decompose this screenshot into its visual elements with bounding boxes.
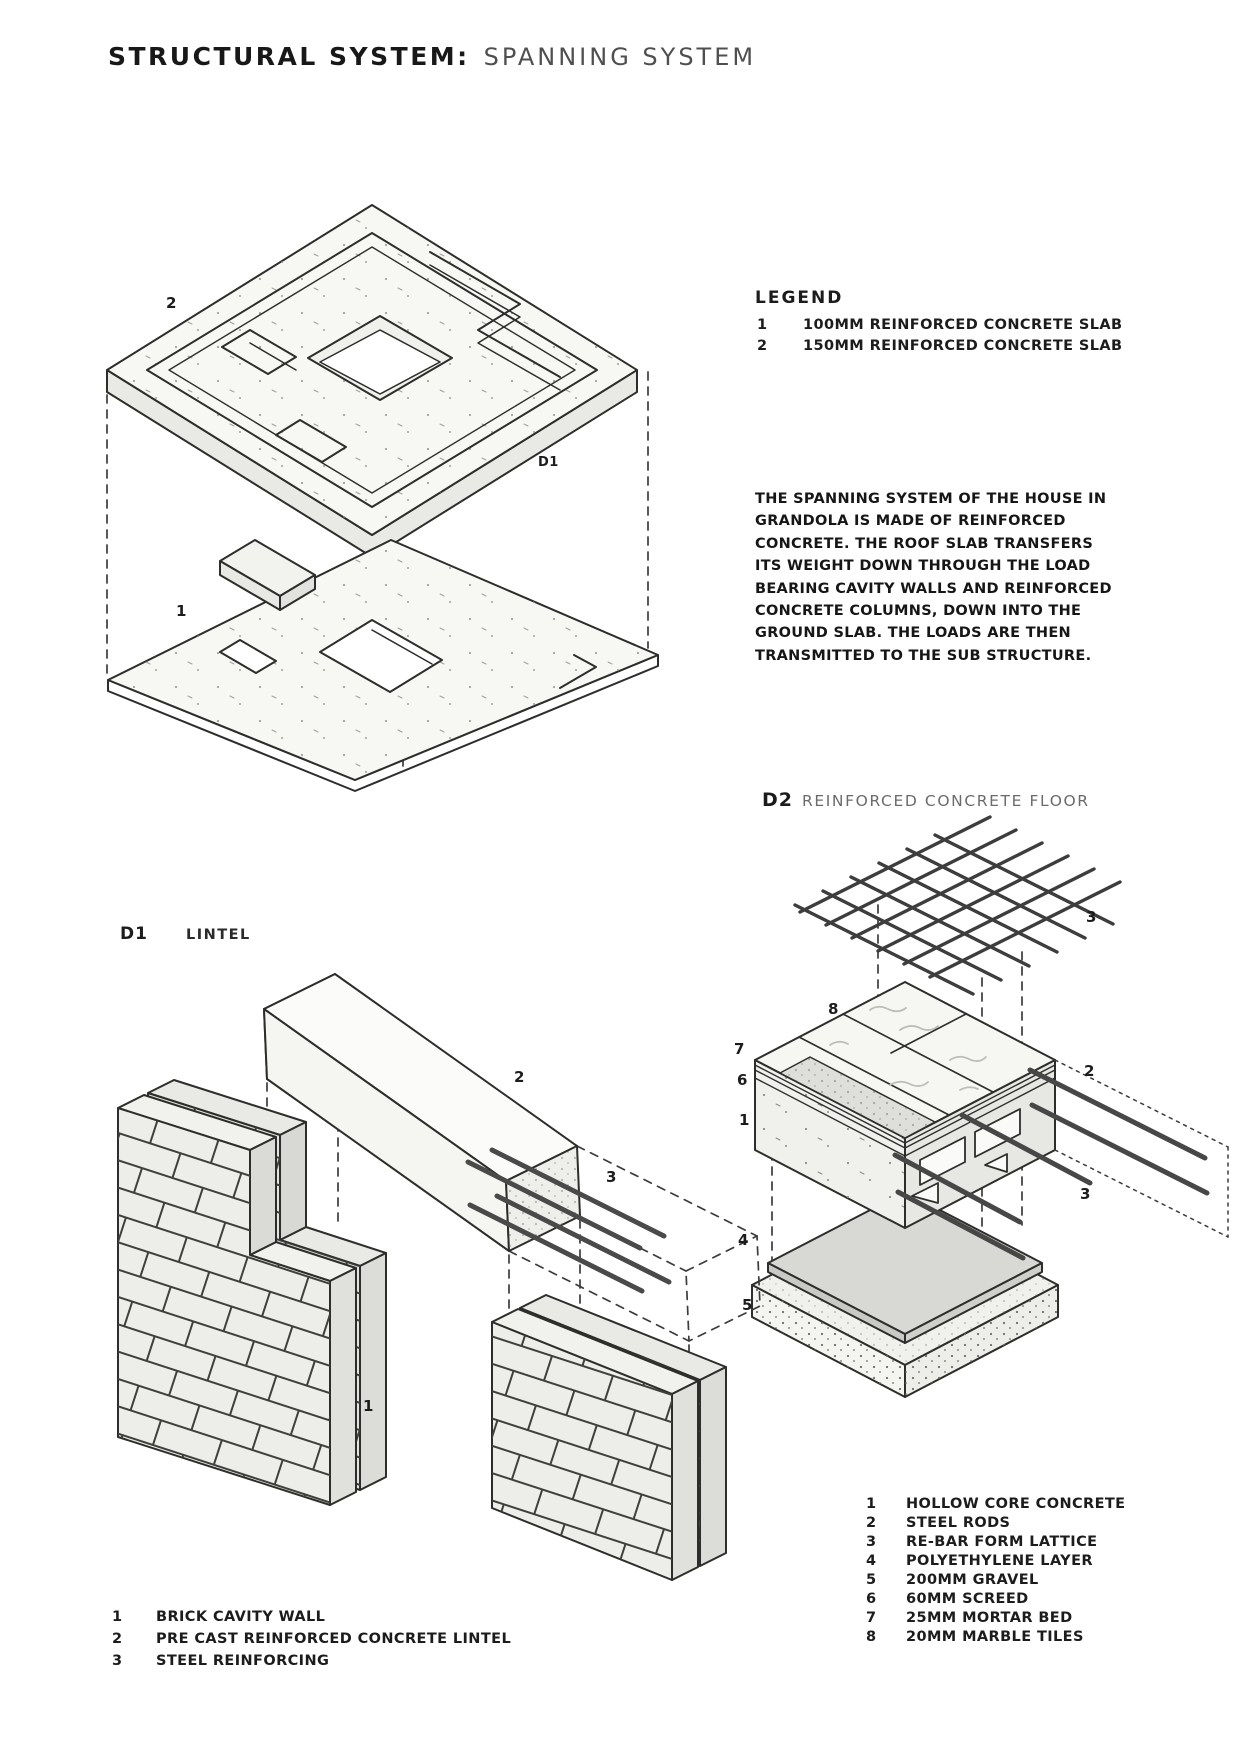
legend-item: 3 STEEL REINFORCING [112,1653,511,1669]
legend-item-num: 3 [112,1653,123,1669]
legend-item: 5 200MM GRAVEL [866,1572,1126,1588]
detail2-title: REINFORCED CONCRETE FLOOR [802,792,1090,810]
legend-item-label: 150MM REINFORCED CONCRETE SLAB [803,338,1123,354]
legend-item-label: STEEL REINFORCING [156,1653,330,1669]
legend-item-label: HOLLOW CORE CONCRETE [906,1496,1126,1512]
detail2-heading: D2 REINFORCED CONCRETE FLOOR [762,789,1090,811]
legend-item-num: 1 [112,1609,123,1625]
legend-item-num: 7 [866,1610,877,1626]
legend-item: 2 STEEL RODS [866,1515,1126,1531]
callout-d2-rods-low: 3 [1080,1185,1091,1203]
rebar-lattice [793,815,1122,996]
legend-item: 7 25MM MORTAR BED [866,1610,1126,1626]
legend-item-label: 25MM MORTAR BED [906,1610,1073,1626]
callout-d2-lattice: 3 [1086,908,1097,926]
legend-item-num: 1 [757,317,768,333]
legend-item: 1 HOLLOW CORE CONCRETE [866,1496,1126,1512]
legend-item-label: 200MM GRAVEL [906,1572,1039,1588]
d2-floor-exploded [751,815,1229,1398]
description-line: THE SPANNING SYSTEM OF THE HOUSE IN [755,491,1107,507]
lower-cavity-wall-front-leaf [491,1308,699,1581]
callout-d2-screed: 6 [737,1071,748,1089]
legend-item-label: 20MM MARBLE TILES [906,1629,1084,1645]
description-line: GRANDOLA IS MADE OF REINFORCED [755,513,1066,530]
callout-roof-slab: 2 [166,294,177,312]
legend-item-label: PRE CAST REINFORCED CONCRETE LINTEL [156,1631,512,1647]
legend-item-num: 6 [866,1591,877,1607]
legend-item: 3 RE-BAR FORM LATTICE [866,1534,1126,1550]
title-main: STRUCTURAL SYSTEM: [108,42,470,71]
legend-item: 2 PRE CAST REINFORCED CONCRETE LINTEL [112,1631,511,1647]
legend-item: 4 POLYETHYLENE LAYER [866,1553,1126,1569]
legend-item-num: 1 [866,1496,877,1512]
ground-slab-shape [107,539,659,792]
detail1-legend: 1 BRICK CAVITY WALL 2 PRE CAST REINFORCE… [112,1609,511,1669]
lintel-steel-rods [465,1147,672,1294]
legend-item-num: 2 [866,1515,877,1531]
description-paragraph: THE SPANNING SYSTEM OF THE HOUSE IN GRAN… [755,491,1112,670]
cavity-wall-front-leaf [117,1094,357,1506]
callout-d2-mortar: 7 [734,1040,745,1058]
callout-d2-slab: 1 [739,1111,750,1129]
description-line: GROUND SLAB. THE LOADS ARE THEN [755,625,1071,642]
legend-list: 1 100MM REINFORCED CONCRETE SLAB 2 150MM… [757,317,1122,354]
layer-edge-lines [754,1064,1056,1157]
legend-item-label: 60MM SCREED [906,1591,1029,1607]
legend-item-label: STEEL RODS [906,1515,1011,1531]
legend-item-num: 2 [757,338,768,354]
legend-item: 8 20MM MARBLE TILES [866,1629,1126,1645]
detail1-code: D1 [120,924,148,944]
description-line: BEARING CAVITY WALLS AND REINFORCED [755,580,1112,597]
marble-tile-joints [798,1013,994,1116]
callout-d1-wall: 1 [363,1397,374,1415]
page-title: STRUCTURAL SYSTEM: SPANNING SYSTEM [108,42,756,71]
legend-item: 6 60MM SCREED [866,1591,1126,1607]
callout-d1-lintel: 2 [514,1068,525,1086]
title-sub: SPANNING SYSTEM [483,43,757,71]
description-line: ITS WEIGHT DOWN THROUGH THE LOAD [755,558,1091,575]
description-line: TRANSMITTED TO THE SUB STRUCTURE. [755,647,1092,664]
callout-ground-slab: 1 [176,602,187,620]
description-line: CONCRETE. THE ROOF SLAB TRANSFERS [755,535,1094,552]
legend-item-num: 5 [866,1572,877,1588]
legend-item: 2 150MM REINFORCED CONCRETE SLAB [757,338,1122,354]
hollow-core-slab-shape [754,981,1056,1229]
detail1-heading: D1 LINTEL [120,924,251,944]
legend-item: 1 100MM REINFORCED CONCRETE SLAB [757,317,1122,333]
callout-d1-rods: 3 [606,1168,617,1186]
legend-item: 1 BRICK CAVITY WALL [112,1609,511,1625]
lintel-beam-shape [263,973,581,1252]
detail2-legend: 1 HOLLOW CORE CONCRETE 2 STEEL RODS 3 RE… [866,1496,1126,1645]
roof-slab-shape [106,204,638,558]
d1-lintel-drawing [117,973,761,1581]
legend-item-label: RE-BAR FORM LATTICE [906,1534,1098,1550]
legend-item-num: 4 [866,1553,877,1569]
callout-d2-tiles: 8 [828,1000,839,1018]
description-line: CONCRETE COLUMNS, DOWN INTO THE [755,602,1082,619]
steel-rods [892,1067,1210,1261]
detail2-code: D2 [762,789,793,811]
callout-d2-poly: 4 [738,1231,749,1249]
legend-item-num: 2 [112,1631,123,1647]
axon-exploded-slabs [106,204,659,792]
marble-veins [829,1005,987,1091]
legend-item-label: BRICK CAVITY WALL [156,1609,326,1625]
legend-item-num: 8 [866,1629,877,1645]
polyethylene-layer-shape [767,1191,1043,1344]
legend-item-label: POLYETHYLENE LAYER [906,1553,1093,1569]
legend-item-num: 3 [866,1534,877,1550]
callout-detail-ref-d1: D1 [538,455,559,470]
callout-d2-gravel: 5 [742,1296,753,1314]
detail1-title: LINTEL [185,927,251,943]
legend-item-label: 100MM REINFORCED CONCRETE SLAB [803,317,1123,333]
legend-heading: LEGEND [755,288,844,308]
callout-d2-rods: 2 [1084,1062,1095,1080]
slab-dotted-projection [1054,1059,1229,1238]
